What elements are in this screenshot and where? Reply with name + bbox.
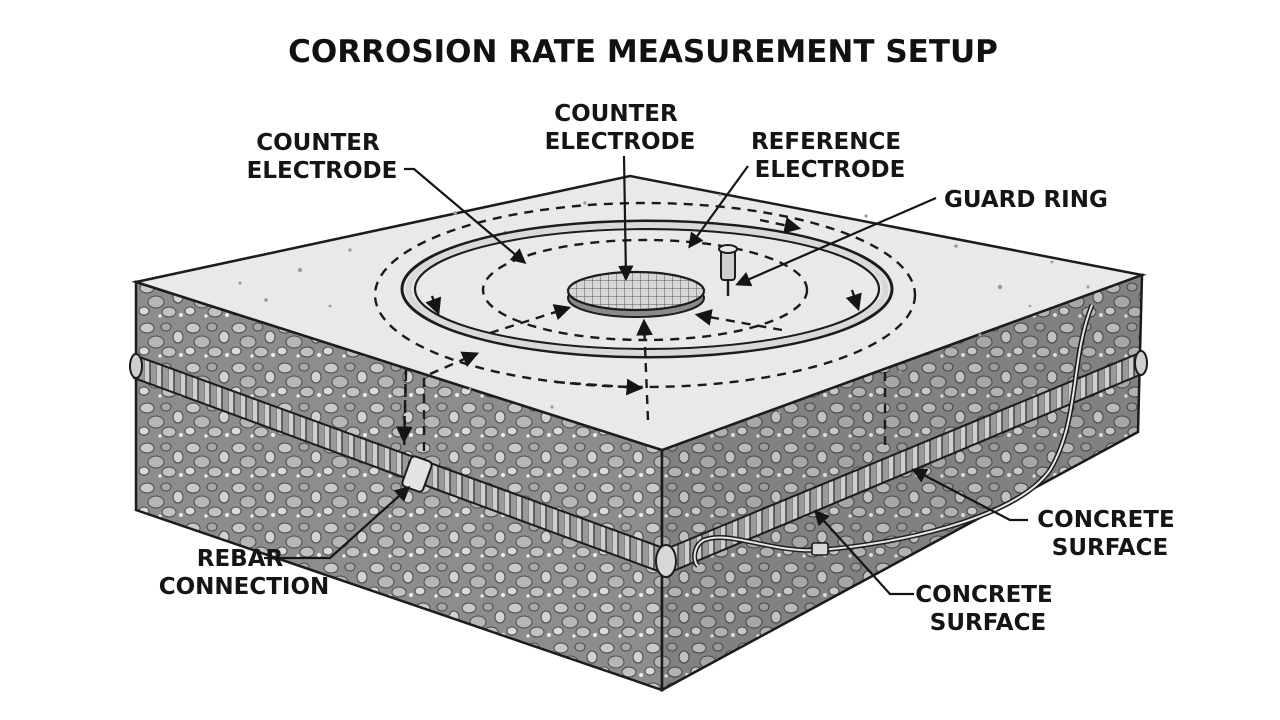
page-title: CORROSION RATE MEASUREMENT SETUP (288, 34, 998, 70)
guard-ring-body (405, 222, 889, 356)
leader-concrete-surface-right (911, 468, 1028, 522)
diagram-labels: COUNTER ELECTRODE COUNTER ELECTRODE REFE… (159, 101, 1182, 636)
lead-wire (692, 304, 1095, 568)
probe-body (720, 249, 736, 281)
leader-reference-electrode (688, 165, 749, 249)
lead-wire-connector (811, 542, 829, 556)
leader-guard-ring (735, 196, 937, 287)
rebar-connector-clamp (401, 455, 433, 493)
guard-ring (400, 219, 894, 359)
arrow-lower-left (429, 351, 480, 376)
arrow-lower-sweep (555, 378, 644, 396)
arrow-top-ring (759, 217, 802, 234)
reference-electrode-probe (718, 244, 738, 296)
counter-electrode-disk (566, 270, 706, 318)
slab-right-shade (662, 275, 1142, 690)
guard-ring-inner-edge (413, 227, 881, 351)
label-leaders (264, 155, 1028, 596)
arrow-right-ring (845, 289, 862, 312)
label-reference-electrode: REFERENCE ELECTRODE (751, 129, 909, 183)
label-concrete-surface-right: CONCRETE SURFACE (1037, 507, 1182, 561)
lead-wire-highlight (693, 304, 1093, 567)
rebar-front-end (129, 353, 143, 379)
leader-counter-electrode-top (618, 155, 634, 282)
top-surface-speckles (238, 193, 1090, 414)
label-guard-ring: GUARD RING (944, 187, 1108, 213)
probe-cap (718, 244, 738, 254)
leader-concrete-surface-bottom (813, 509, 914, 596)
rebar-right (655, 350, 1148, 578)
label-rebar-connection: REBAR CONNECTION (159, 546, 330, 600)
leader-rebar-connection (264, 485, 411, 560)
rebar-right-end (1134, 350, 1148, 376)
arrow-left-ring (425, 295, 442, 316)
label-counter-electrode-left: COUNTER ELECTRODE (247, 130, 398, 184)
arrow-up-center (636, 318, 653, 421)
outer-dashed-path (373, 201, 917, 389)
label-concrete-surface-bottom: CONCRETE SURFACE (915, 582, 1060, 636)
leader-counter-electrode-left (404, 167, 527, 264)
label-counter-electrode-top: COUNTER ELECTRODE (545, 101, 696, 155)
rebar-corner-joint (655, 544, 677, 578)
guard-ring-outer-edge (400, 219, 894, 359)
arrow-inward-left (489, 304, 572, 335)
depth-line-left-a (402, 371, 408, 456)
disk-top-mesh (566, 270, 706, 312)
arrow-inward-right (694, 309, 783, 332)
